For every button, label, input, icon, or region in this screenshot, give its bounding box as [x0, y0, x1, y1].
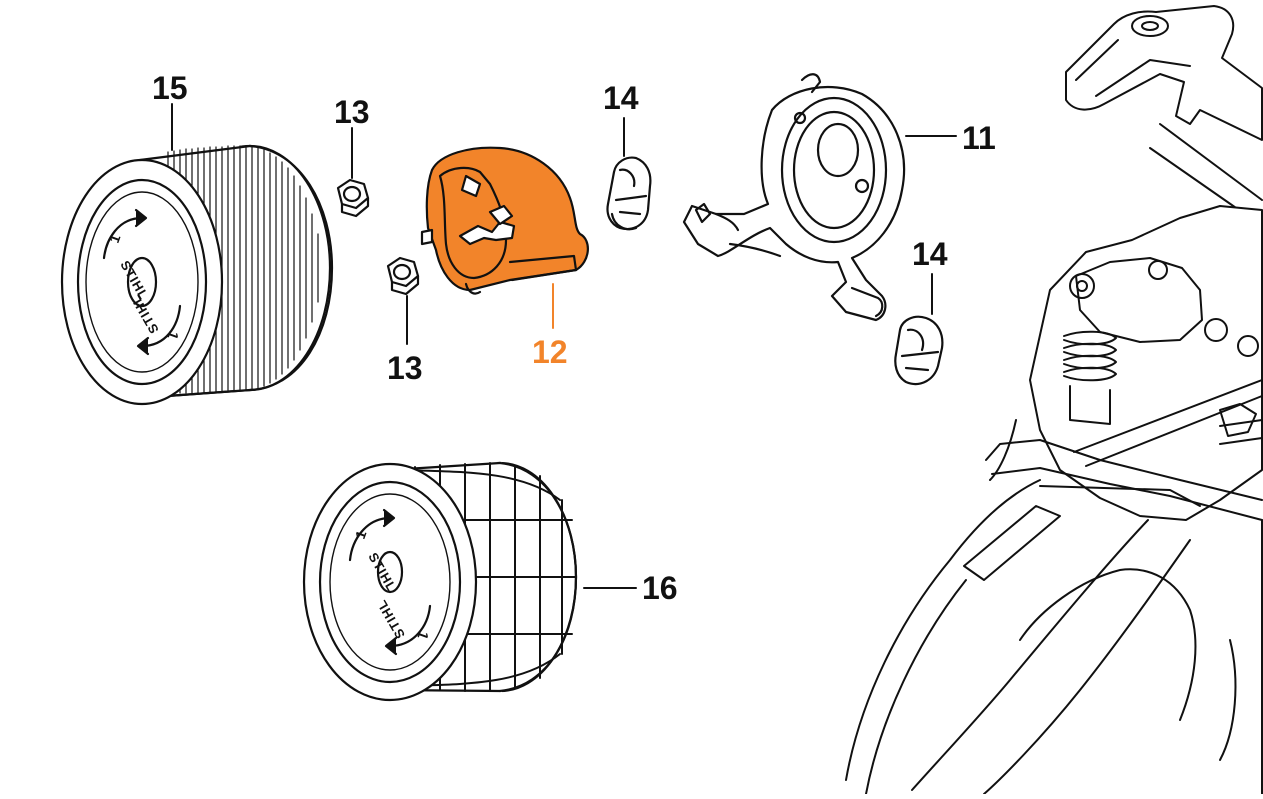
- callout-14-upper: 14: [603, 80, 639, 116]
- clip-drawing-lower: [894, 315, 944, 386]
- cover-drawing: [420, 146, 589, 295]
- air-filter-pleated-drawing: 1 1: [60, 144, 334, 406]
- callout-15: 15: [152, 70, 188, 106]
- air-filter-mesh-drawing: 1 1: [302, 461, 578, 702]
- clip-drawing-upper: [606, 156, 652, 231]
- leader-lines: [171, 103, 957, 589]
- tensioner-arm-drawing: [682, 73, 906, 322]
- callout-12: 12: [532, 334, 568, 370]
- callout-16: 16: [642, 570, 678, 606]
- callout-11: 11: [962, 120, 996, 156]
- nut-drawing-upper: [336, 178, 370, 218]
- chainsaw-body-drawing: [845, 5, 1263, 795]
- callout-13-lower: 13: [387, 350, 423, 386]
- callout-14-lower: 14: [912, 236, 948, 272]
- nut-drawing-lower: [386, 256, 420, 296]
- callout-13-upper: 13: [334, 94, 370, 130]
